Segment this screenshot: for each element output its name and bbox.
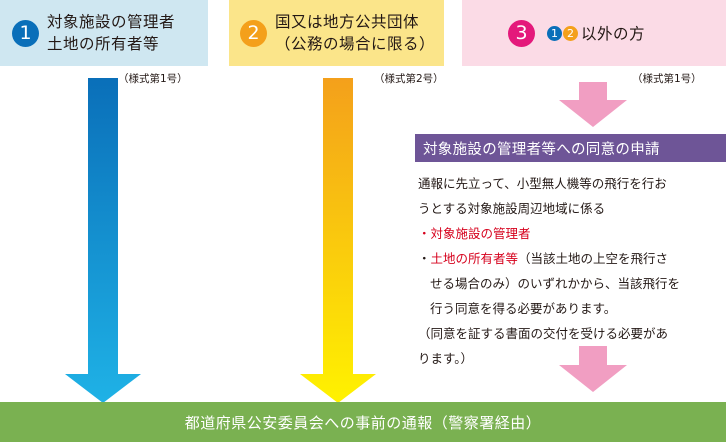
number-badge-2: 2 [240, 19, 267, 47]
number-badge-1: 1 [12, 19, 39, 47]
box1-text: 対象施設の管理者 土地の所有者等 [47, 11, 175, 55]
box3-label: 以外の方 [581, 25, 646, 43]
intro-line-2: うとする対象施設周辺地域に係る [418, 201, 606, 216]
number-badge-3: 3 [508, 19, 535, 47]
note-line-1: （同意を証する書面の交付を受ける必要があ [418, 326, 669, 341]
bullet-marker-2: ・ [418, 251, 431, 266]
box2-text: 国又は地方公共団体 （公務の場合に限る） [275, 11, 435, 55]
footer-text: 都道府県公安委員会への事前の通報（警察署経由） [184, 413, 542, 432]
sub-badge-2: 2 [563, 25, 578, 41]
box2-line1: 国又は地方公共団体 [275, 13, 420, 31]
land-owner-highlight: 土地の所有者等 [430, 251, 519, 266]
form-label-2: （様式第2号） [374, 73, 444, 85]
blue-down-arrow-icon [65, 78, 141, 403]
box-others: 3 1 2 以外の方 [462, 0, 726, 66]
bullet-facility-manager-text: 対象施設の管理者 [430, 226, 531, 241]
footer-bar: 都道府県公安委員会への事前の通報（警察署経由） [0, 402, 726, 442]
box-facility-manager: 1 対象施設の管理者 土地の所有者等 [0, 0, 208, 66]
form-label-1: （様式第1号） [118, 73, 188, 85]
bullet-facility-manager: ・対象施設の管理者 [418, 221, 724, 246]
form-label-3: （様式第1号） [632, 73, 702, 85]
box2-line2: （公務の場合に限る） [275, 35, 436, 53]
pink-down-arrow-icon [559, 82, 627, 127]
pink-down-arrow-icon-bottom [559, 346, 627, 392]
intro-line-1: 通報に先立って、小型無人機等の飛行を行お [418, 176, 667, 191]
bullet-land-owner: ・土地の所有者等（当該土地の上空を飛行さ [418, 246, 724, 271]
yellow-down-arrow-icon [300, 78, 376, 403]
bullet-land-owner-cont-2: 行う同意を得る必要があります。 [430, 301, 617, 316]
note-line-2: ります。） [418, 351, 474, 366]
consent-description: 通報に先立って、小型無人機等の飛行を行お うとする対象施設周辺地域に係る ・対象… [418, 171, 724, 371]
box1-line1: 対象施設の管理者 [47, 13, 176, 31]
bullet-marker: ・ [418, 226, 431, 241]
bullet-land-owner-cont-1: せる場合のみ）のいずれかから、当該飛行を [430, 276, 681, 291]
consent-title: 対象施設の管理者等への同意の申請 [415, 134, 726, 162]
land-owner-rest: （当該土地の上空を飛行さ [518, 251, 669, 266]
box-government: 2 国又は地方公共団体 （公務の場合に限る） [229, 0, 444, 66]
box1-line2: 土地の所有者等 [47, 35, 160, 53]
sub-badge-1: 1 [547, 25, 562, 41]
